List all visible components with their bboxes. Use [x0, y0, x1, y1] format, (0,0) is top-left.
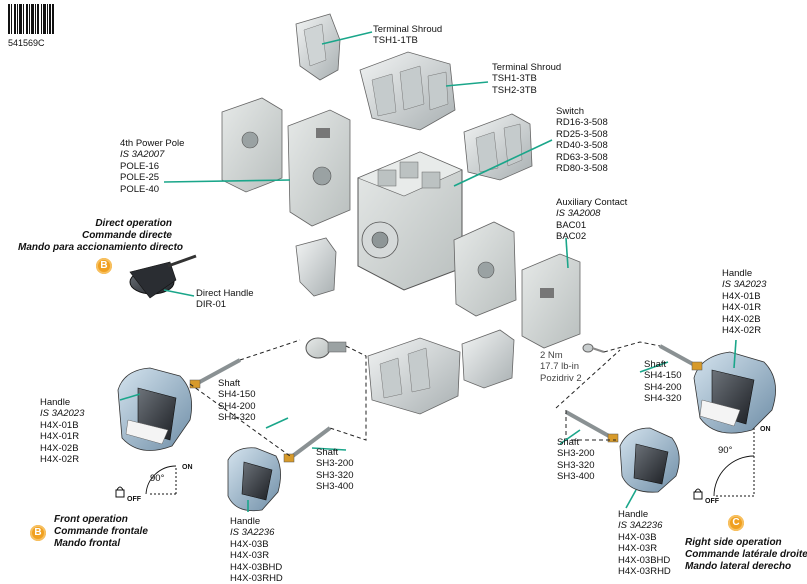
front-handle-part	[117, 367, 193, 451]
dial-side-off: OFF	[705, 498, 719, 505]
dial-front-angle: 90°	[150, 473, 165, 484]
side-shaft-sh4-label: Shaft SH4-150 SH4-200 SH4-320	[644, 359, 682, 405]
catalog-code: 541569C	[8, 38, 45, 48]
side-shaft-sh3-label: Shaft SH3-200 SH3-320 SH3-400	[557, 437, 595, 483]
terminal-shroud-3tb-part	[359, 51, 456, 131]
assembly-dashed-lines	[189, 339, 661, 457]
front-handle-small-part	[227, 447, 281, 512]
dial-front	[145, 465, 177, 495]
torque-spec: 2 Nm 17.7 lb-in Pozidriv 2	[540, 350, 582, 384]
front-shaft-sh3-part	[283, 426, 332, 463]
direct-operation-caption: Direct operation Commande directe Mando …	[18, 218, 184, 253]
switch-label: Switch RD16-3-508 RD25-3-508 RD40-3-508 …	[556, 106, 608, 175]
front-operation-caption: Front operation Commande frontale Mando …	[54, 514, 148, 549]
auxiliary-contact-label: Auxiliary Contact IS 3A2008 BAC01 BAC02	[556, 197, 628, 243]
side-shaft-sh3-part	[565, 410, 619, 443]
dial-side-on: ON	[760, 426, 771, 433]
front-handle-label: Handle IS 3A2023 H4X-01B H4X-01R H4X-02B…	[40, 397, 85, 466]
direct-handle-label: Direct Handle DIR-01	[196, 288, 254, 311]
front-shaft-sh3-label: Shaft SH3-200 SH3-320 SH3-400	[316, 447, 354, 493]
badge-c-side: C	[728, 515, 744, 531]
terminal-shroud-1tb-label: Terminal Shroud TSH1-1TB	[373, 24, 443, 47]
terminal-shroud-upper-part	[463, 113, 533, 181]
dial-side	[713, 428, 755, 497]
mounting-screw-part	[582, 343, 605, 353]
terminal-shroud-1tb-part	[295, 13, 341, 81]
side-handle-part	[693, 351, 776, 434]
leader-lines	[119, 31, 737, 512]
side-shaft-sh4-part	[659, 344, 703, 371]
front-shaft-sh4-label: Shaft SH4-150 SH4-200 SH4-320	[218, 378, 256, 424]
barcode-icon	[8, 4, 54, 34]
dial-side-angle: 90°	[718, 445, 733, 456]
fourth-power-pole-label: 4th Power Pole IS 3A2007 POLE-16 POLE-25…	[120, 138, 185, 195]
badge-b-front: B	[30, 525, 46, 541]
terminal-shroud-3tb-label: Terminal Shroud TSH1-3TB TSH2-3TB	[492, 62, 562, 96]
badge-b-direct: B	[96, 258, 112, 274]
auxiliary-contact-part	[453, 221, 581, 349]
front-handle-small-label: Handle IS 3A2236 H4X-03B H4X-03R H4X-03B…	[230, 516, 283, 584]
side-handle-label: Handle IS 3A2023 H4X-01B H4X-01R H4X-02B…	[722, 268, 767, 337]
direct-handle-part	[129, 254, 197, 299]
side-operation-caption: Right side operation Commande latérale d…	[685, 537, 807, 572]
side-handle-small-part	[619, 427, 680, 493]
switch-body-part	[357, 151, 463, 291]
padlock-icon	[115, 486, 703, 500]
terminal-shroud-lower-part	[295, 237, 515, 415]
side-handle-small-label: Handle IS 3A2236 H4X-03B H4X-03R H4X-03B…	[618, 509, 671, 578]
fourth-power-pole-part	[221, 97, 351, 227]
dial-front-on: ON	[182, 464, 193, 471]
shaft-coupler-part	[305, 337, 347, 359]
dial-front-off: OFF	[127, 496, 141, 503]
